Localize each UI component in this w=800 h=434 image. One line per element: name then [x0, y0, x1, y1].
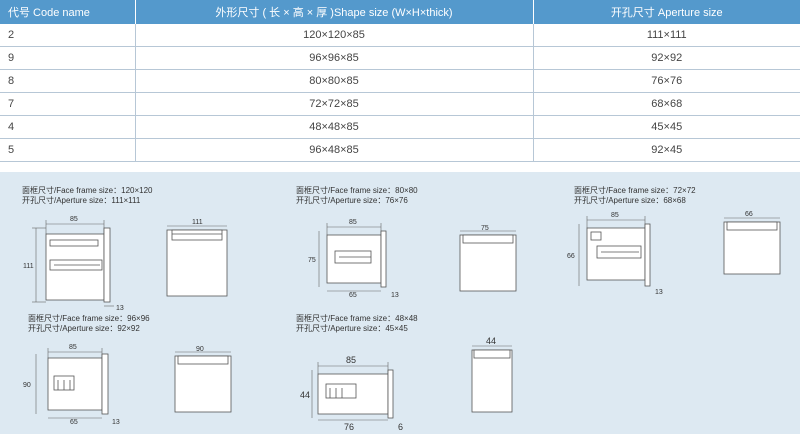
cell-aperture: 76×76	[533, 69, 800, 93]
front-view-drawing: 44	[471, 336, 513, 413]
cell-aperture: 92×92	[533, 46, 800, 70]
aperture-size-label: 开孔尺寸/Aperture size：68×68	[574, 196, 686, 205]
face-frame-size-label: 面框尺寸/Face frame size：72×72	[574, 186, 696, 195]
aperture-dim-label: 75	[481, 225, 489, 232]
cell-aperture: 45×45	[533, 115, 800, 139]
dim-right-label: 13	[391, 292, 399, 299]
cell-code: 8	[0, 69, 136, 93]
aperture-size-label: 开孔尺寸/Aperture size：92×92	[28, 324, 140, 333]
cell-shape: 96×48×85	[135, 138, 534, 162]
cell-code: 9	[0, 46, 136, 70]
dim-top-label: 85	[70, 216, 78, 223]
cell-code: 5	[0, 138, 136, 162]
drawing-caption: 面框尺寸/Face frame size：72×72 开孔尺寸/Aperture…	[574, 186, 696, 206]
dim-left-label: 66	[567, 253, 575, 260]
cell-shape: 48×48×85	[135, 115, 534, 139]
drawing-caption: 面框尺寸/Face frame size：96×96 开孔尺寸/Aperture…	[28, 314, 150, 334]
side-view-drawing: 85 75 65 13	[308, 219, 399, 299]
front-view-drawing: 90	[174, 346, 232, 413]
side-view-drawing: 85 44 76 6	[300, 355, 403, 432]
dim-left-label: 75	[308, 257, 316, 264]
cell-aperture: 68×68	[533, 92, 800, 116]
table-row: 4 48×48×85 45×45	[0, 115, 800, 139]
aperture-size-label: 开孔尺寸/Aperture size：111×111	[22, 196, 141, 205]
table-row: 9 96×96×85 92×92	[0, 46, 800, 70]
header-shape-size: 外形尺寸 ( 长 × 高 × 厚 )Shape size (W×H×thick)	[135, 0, 534, 24]
front-view-drawing: 66	[723, 211, 781, 275]
dim-right-label: 6	[398, 422, 403, 432]
aperture-dim-label: 90	[196, 346, 204, 353]
aperture-dim-label: 66	[745, 211, 753, 218]
dim-right-label: 13	[655, 289, 663, 296]
side-view-drawing: 85 90 65 13	[23, 344, 120, 426]
dim-top-label: 85	[346, 355, 356, 365]
cell-code: 4	[0, 115, 136, 139]
side-view-drawing: 85 66 13	[567, 212, 663, 296]
cell-shape: 120×120×85	[135, 24, 534, 47]
cell-aperture: 92×45	[533, 138, 800, 162]
spec-table: 代号 Code name 外形尺寸 ( 长 × 高 × 厚 )Shape siz…	[0, 0, 800, 162]
face-frame-size-label: 面框尺寸/Face frame size：120×120	[22, 186, 153, 195]
cell-code: 2	[0, 24, 136, 47]
drawing-caption: 面框尺寸/Face frame size：48×48 开孔尺寸/Aperture…	[296, 314, 418, 334]
table-header-row: 代号 Code name 外形尺寸 ( 长 × 高 × 厚 )Shape siz…	[0, 0, 800, 24]
dim-left-label: 90	[23, 382, 31, 389]
table-row: 7 72×72×85 68×68	[0, 92, 800, 116]
table-row: 8 80×80×85 76×76	[0, 69, 800, 93]
dimension-drawings-panel: 面框尺寸/Face frame size：120×120 开孔尺寸/Apertu…	[0, 172, 800, 434]
table-row: 5 96×48×85 92×45	[0, 138, 800, 162]
face-frame-size-label: 面框尺寸/Face frame size：48×48	[296, 314, 418, 323]
face-frame-size-label: 面框尺寸/Face frame size：96×96	[28, 314, 150, 323]
front-view-drawing: 111	[166, 219, 228, 297]
dim-right-label: 13	[116, 305, 124, 312]
dim-left-label: 111	[23, 263, 34, 270]
aperture-dim-label: 44	[486, 336, 496, 346]
dim-right-label: 13	[112, 419, 120, 426]
dim-bottom-label: 76	[344, 422, 354, 432]
dim-bottom-label: 65	[70, 419, 78, 426]
aperture-size-label: 开孔尺寸/Aperture size：45×45	[296, 324, 408, 333]
cell-shape: 96×96×85	[135, 46, 534, 70]
front-view-drawing: 75	[459, 225, 517, 292]
drawing-caption: 面框尺寸/Face frame size：80×80 开孔尺寸/Aperture…	[296, 186, 418, 206]
drawing-caption: 面框尺寸/Face frame size：120×120 开孔尺寸/Apertu…	[22, 186, 153, 206]
table-row: 2 120×120×85 111×111	[0, 24, 800, 47]
cell-aperture: 111×111	[533, 24, 800, 47]
aperture-dim-label: 111	[192, 219, 203, 226]
dim-left-label: 44	[300, 390, 310, 400]
side-view-drawing: 85 111 13	[23, 216, 124, 312]
dim-bottom-label: 65	[349, 292, 357, 299]
header-code: 代号 Code name	[0, 0, 136, 24]
aperture-size-label: 开孔尺寸/Aperture size：76×76	[296, 196, 408, 205]
cell-code: 7	[0, 92, 136, 116]
face-frame-size-label: 面框尺寸/Face frame size：80×80	[296, 186, 418, 195]
cell-shape: 80×80×85	[135, 69, 534, 93]
dim-top-label: 85	[611, 212, 619, 219]
dim-top-label: 85	[69, 344, 77, 351]
dim-top-label: 85	[349, 219, 357, 226]
header-aperture-size: 开孔尺寸 Aperture size	[533, 0, 800, 24]
cell-shape: 72×72×85	[135, 92, 534, 116]
